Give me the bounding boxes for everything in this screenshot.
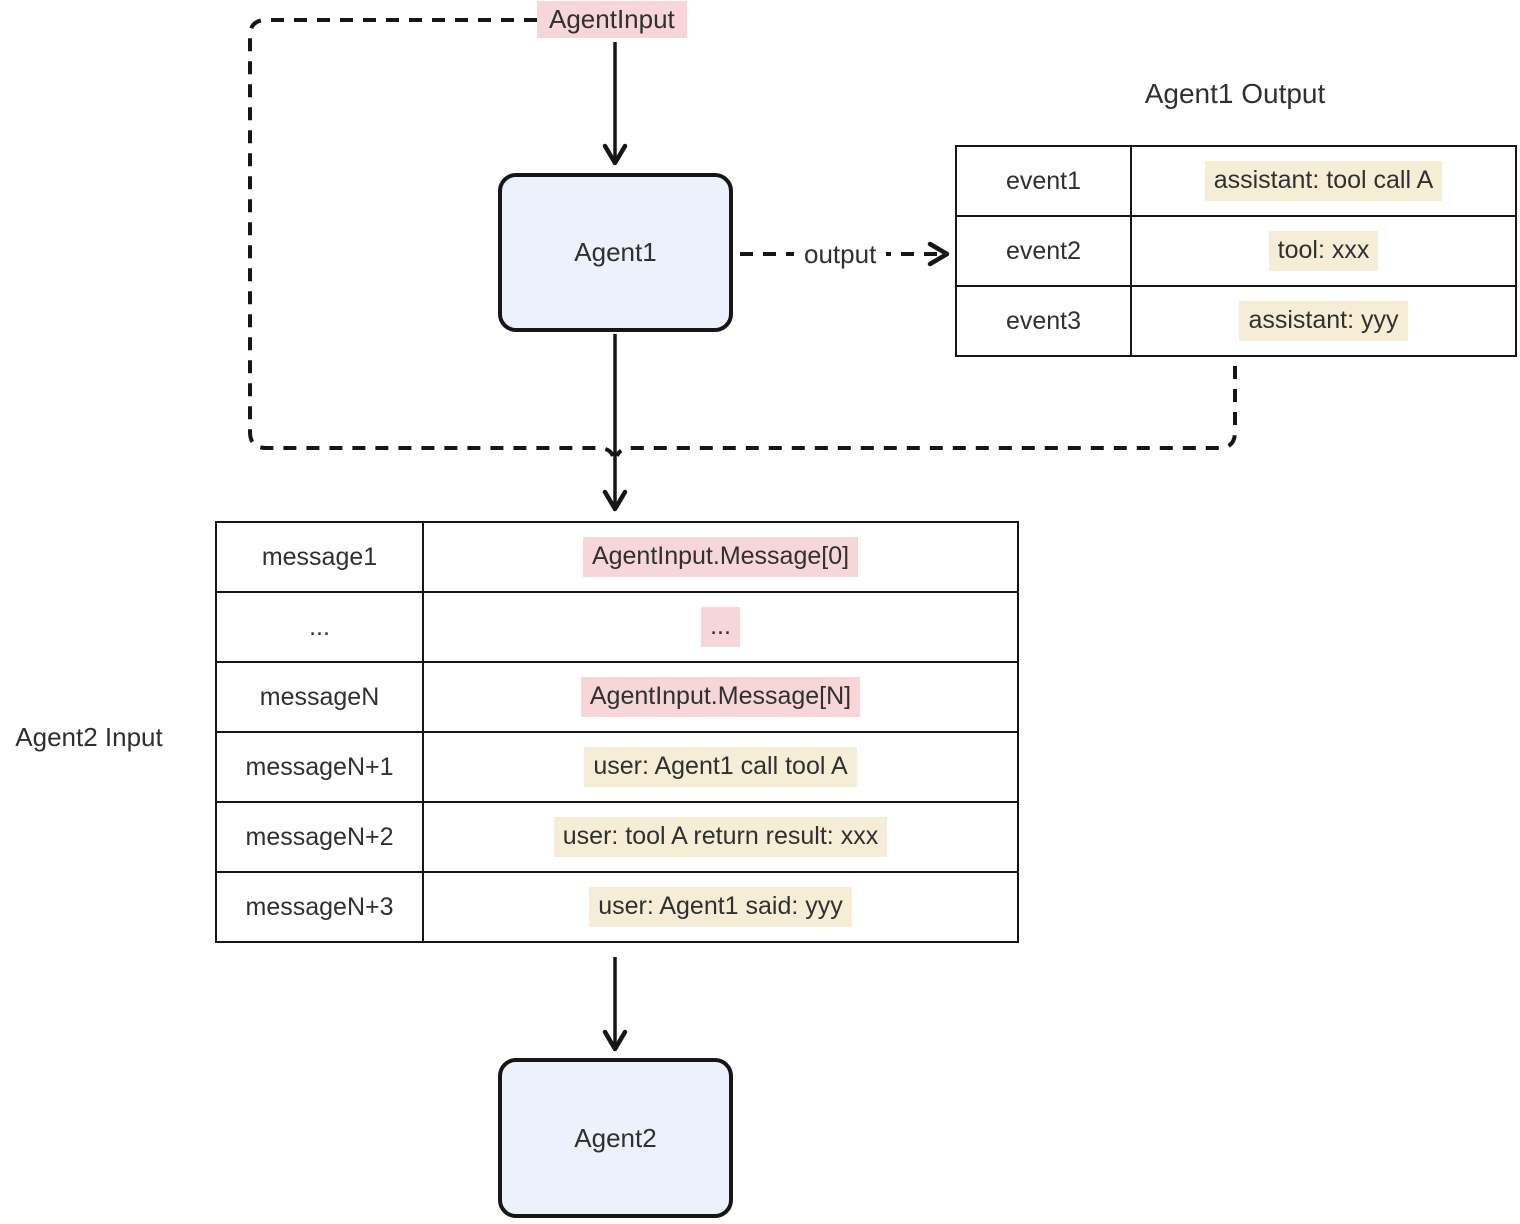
agent2-input-title: Agent2 Input — [4, 720, 174, 754]
message-key-cell: message1 — [215, 521, 424, 593]
agent1-output-title-text: Agent1 Output — [1144, 78, 1326, 109]
agent-input-text: AgentInput — [549, 4, 675, 34]
agent2-label: Agent2 — [574, 1122, 657, 1153]
event-key: event3 — [1005, 306, 1082, 335]
event-key-cell: event3 — [955, 285, 1132, 357]
event-key-cell: event2 — [955, 215, 1132, 287]
agent1-node: Agent1 — [498, 173, 733, 332]
message-value: user: Agent1 said: yyy — [589, 887, 852, 927]
table-row: event2 tool: xxx — [955, 215, 1517, 287]
event-key: event1 — [1005, 166, 1082, 195]
message-key-cell: messageN+1 — [215, 731, 424, 803]
message-key: ... — [309, 612, 330, 641]
message-value-cell: user: tool A return result: xxx — [422, 801, 1019, 873]
table-row: event1 assistant: tool call A — [955, 145, 1517, 217]
table-row: messageN+1 user: Agent1 call tool A — [215, 731, 1019, 803]
agent2-node: Agent2 — [498, 1058, 733, 1218]
message-key: messageN+2 — [245, 822, 394, 851]
message-value-cell: user: Agent1 said: yyy — [422, 871, 1019, 943]
event-key: event2 — [1005, 236, 1082, 265]
message-value: user: Agent1 call tool A — [584, 747, 857, 787]
message-value: user: tool A return result: xxx — [553, 817, 888, 857]
event-value-cell: assistant: tool call A — [1130, 145, 1517, 217]
agent1-output-table: event1 assistant: tool call A event2 too… — [955, 145, 1517, 357]
event-key-cell: event1 — [955, 145, 1132, 217]
event-value: assistant: tool call A — [1204, 161, 1443, 201]
agent2-input-table: message1 AgentInput.Message[0] ... ... m… — [215, 521, 1019, 943]
table-row: event3 assistant: yyy — [955, 285, 1517, 357]
message-value-cell: AgentInput.Message[N] — [422, 661, 1019, 733]
message-key-cell: ... — [215, 591, 424, 663]
message-key: messageN+1 — [245, 752, 394, 781]
message-key: message1 — [261, 542, 378, 571]
dashed-agent1output-to-junction — [615, 366, 1237, 457]
table-row: messageN+3 user: Agent1 said: yyy — [215, 871, 1019, 943]
event-value: tool: xxx — [1268, 231, 1379, 271]
output-edge-label: output — [794, 235, 887, 273]
dashed-loop-agentinput-to-junction — [248, 18, 615, 457]
message-key: messageN — [259, 682, 380, 711]
agent2-input-title-text: Agent2 Input — [15, 721, 163, 752]
message-key-cell: messageN+2 — [215, 801, 424, 873]
message-value-cell: AgentInput.Message[0] — [422, 521, 1019, 593]
agent1-output-title: Agent1 Output — [955, 76, 1515, 112]
message-value: AgentInput.Message[0] — [582, 537, 859, 577]
table-row: ... ... — [215, 591, 1019, 663]
agent-input-label: AgentInput — [537, 1, 687, 38]
table-row: messageN+2 user: tool A return result: x… — [215, 801, 1019, 873]
message-value-cell: user: Agent1 call tool A — [422, 731, 1019, 803]
table-row: messageN AgentInput.Message[N] — [215, 661, 1019, 733]
message-value: ... — [701, 607, 740, 647]
message-value: AgentInput.Message[N] — [580, 677, 861, 717]
message-key-cell: messageN — [215, 661, 424, 733]
agent1-label: Agent1 — [574, 237, 657, 267]
event-value-cell: assistant: yyy — [1130, 285, 1517, 357]
table-row: message1 AgentInput.Message[0] — [215, 521, 1019, 593]
message-key-cell: messageN+3 — [215, 871, 424, 943]
event-value: assistant: yyy — [1239, 301, 1408, 341]
output-edge-text: output — [804, 238, 877, 269]
message-key: messageN+3 — [245, 892, 394, 921]
event-value-cell: tool: xxx — [1130, 215, 1517, 287]
message-value-cell: ... — [422, 591, 1019, 663]
